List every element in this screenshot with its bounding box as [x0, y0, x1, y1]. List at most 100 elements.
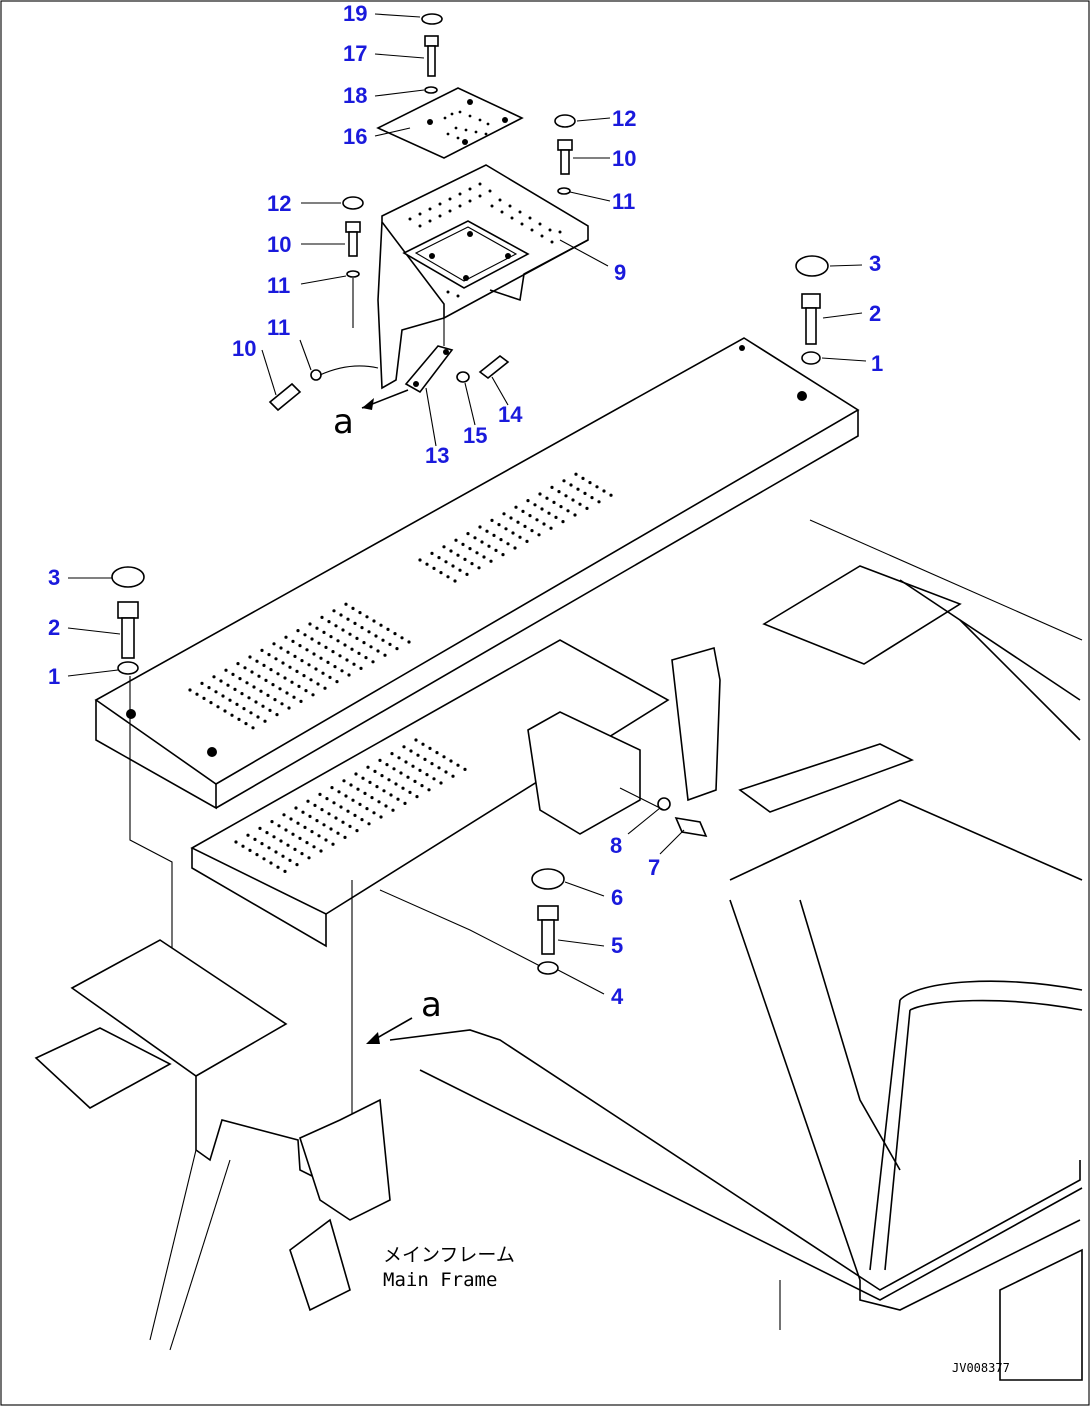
perforation-hole [466, 532, 470, 536]
perforation-hole [389, 793, 393, 797]
perforation-hole [449, 549, 453, 553]
callout-5: 5 [611, 933, 623, 958]
perforation-hole [309, 678, 313, 682]
perforation-hole [381, 638, 385, 642]
perforation-hole [258, 826, 262, 831]
main-frame-label-en: Main Frame [383, 1269, 497, 1291]
perforation-hole [325, 797, 329, 801]
perforation-hole [390, 752, 394, 756]
perforation-hole [283, 869, 287, 874]
perforation-hole [569, 483, 573, 487]
perforation-hole [432, 566, 436, 571]
perforation-hole [497, 523, 501, 527]
perforation-hole [223, 709, 227, 713]
perforation-hole [311, 693, 315, 697]
perforation-hole [343, 835, 347, 840]
perforation-hole [275, 713, 279, 717]
perforation-hole [312, 845, 316, 849]
perforation-hole [425, 562, 429, 566]
perforation-hole [379, 623, 383, 627]
perforation-hole [547, 511, 551, 515]
perforation-hole [528, 514, 532, 518]
perforation-hole [358, 611, 362, 615]
perforation-hole [461, 542, 465, 547]
perforation-hole [252, 685, 256, 689]
callout-16: 16 [343, 124, 367, 149]
callout-3-right: 3 [869, 251, 881, 276]
view-mark-top: a [333, 402, 354, 442]
perforation-hole [264, 678, 268, 683]
perforation-hole [303, 633, 307, 637]
perforation-hole [236, 662, 240, 666]
perforation-hole [336, 639, 340, 643]
perforation-hole [285, 691, 289, 695]
perforation-hole [394, 782, 398, 786]
perforation-hole [573, 513, 577, 517]
perforation-hole [482, 555, 486, 559]
perforation-hole [332, 801, 336, 805]
perforation-hole [212, 675, 216, 679]
perforation-hole [286, 843, 290, 847]
perforation-hole [344, 794, 348, 798]
perforation-hole [521, 509, 525, 513]
perforation-hole [322, 823, 326, 827]
perforation-hole [374, 634, 378, 638]
perforation-hole [392, 767, 396, 771]
perforation-hole [265, 831, 269, 835]
perforation-hole [242, 707, 246, 711]
perforation-hole [377, 800, 381, 804]
perforation-hole [331, 842, 335, 846]
perforation-hole [226, 683, 230, 687]
perforation-hole [255, 659, 259, 663]
perforation-hole [269, 668, 273, 672]
callout-12-left: 12 [267, 191, 291, 216]
perforation-hole [276, 865, 280, 869]
perforation-hole [552, 500, 556, 504]
perforation-hole [355, 829, 359, 833]
perforation-hole [295, 863, 299, 867]
perforation-hole [304, 689, 308, 693]
perforation-hole [326, 660, 330, 665]
callout-1-left: 1 [48, 664, 60, 689]
view-arrow-bottom [366, 1017, 413, 1044]
perforation-hole [288, 665, 292, 669]
perforation-hole [251, 726, 255, 730]
perforation-hole [540, 507, 544, 511]
perforation-hole [487, 544, 491, 548]
perforation-hole [327, 812, 331, 816]
perforation-hole [344, 602, 348, 606]
perforation-hole [490, 518, 494, 523]
perforation-hole [564, 494, 568, 498]
perforation-hole [272, 835, 276, 839]
perforation-hole [502, 512, 506, 516]
perforation-hole [315, 626, 319, 630]
perforation-hole [310, 637, 314, 641]
perforation-hole [230, 713, 234, 717]
perforation-hole [276, 672, 280, 676]
perforation-hole [244, 722, 248, 726]
perforation-hole [207, 686, 211, 690]
perforation-hole [439, 781, 443, 785]
callout-9: 9 [614, 260, 626, 285]
perforation-hole [530, 529, 534, 533]
perforation-hole [307, 663, 311, 667]
perforation-hole [342, 779, 346, 783]
perforation-hole [341, 820, 345, 824]
perforation-hole [357, 651, 361, 656]
perforation-hole [319, 849, 323, 853]
perforation-hole [233, 687, 237, 692]
perforation-hole [329, 635, 333, 639]
perforation-hole [473, 536, 477, 540]
perforation-hole [359, 666, 363, 671]
perforation-hole [516, 520, 520, 524]
perforation-hole [320, 615, 324, 620]
perforation-hole [228, 698, 232, 702]
perforation-hole [302, 674, 306, 678]
perforation-hole [195, 692, 199, 696]
callout-17: 17 [343, 41, 367, 66]
perforation-hole [268, 708, 272, 713]
perforation-hole [337, 790, 341, 794]
perforation-hole [380, 774, 384, 778]
perforation-hole [550, 485, 554, 489]
